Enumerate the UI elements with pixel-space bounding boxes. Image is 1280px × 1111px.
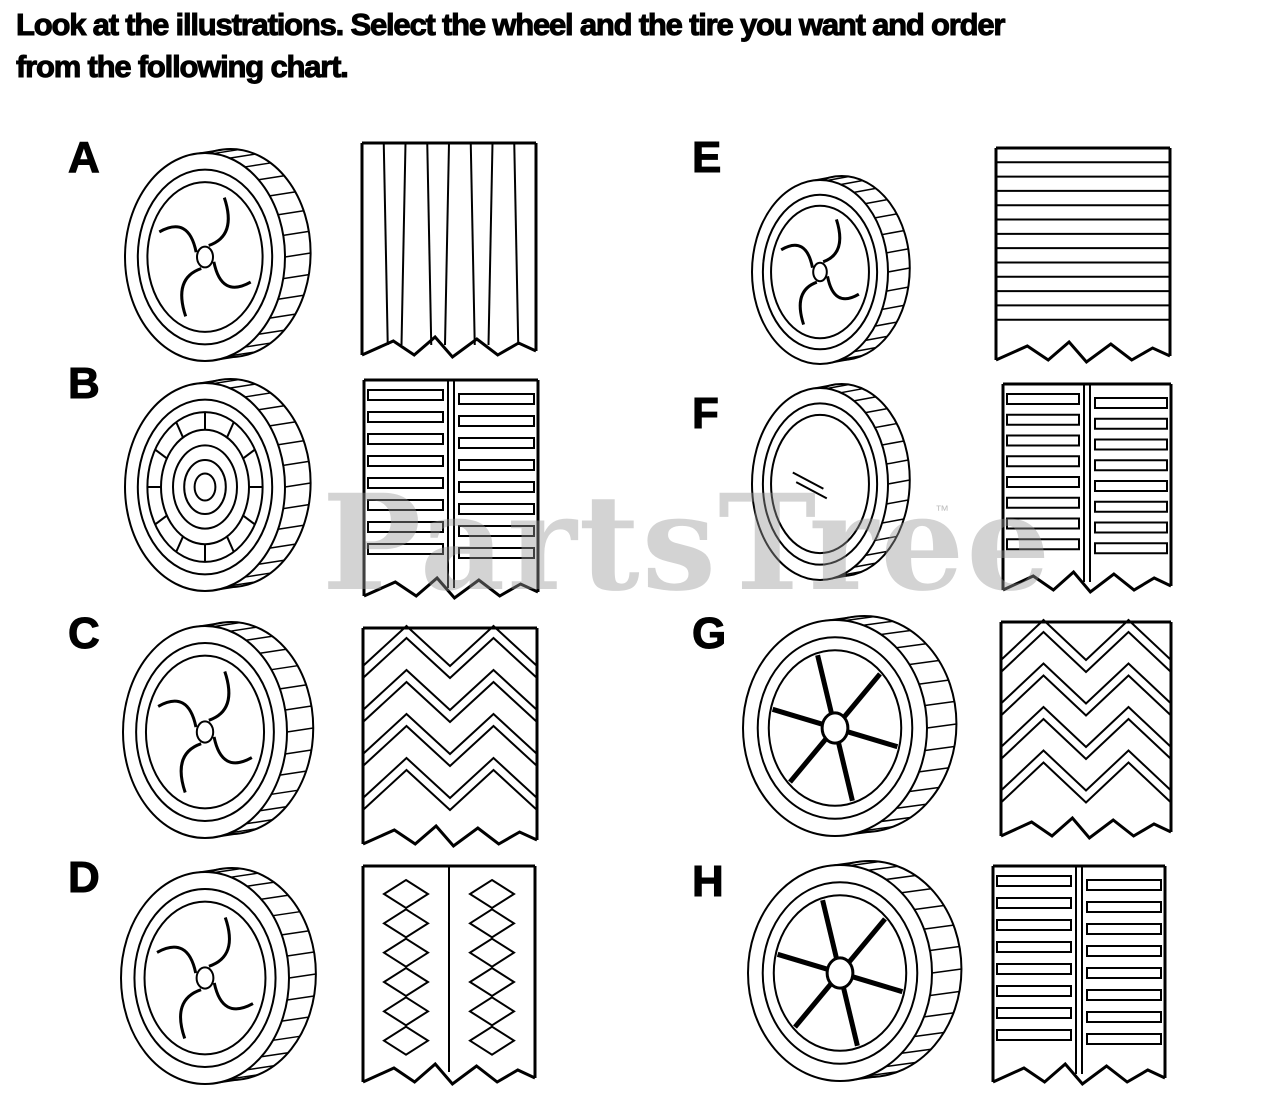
instructions-line-1: Look at the illustrations. Select the wh… bbox=[16, 7, 1006, 43]
tread-a bbox=[360, 141, 538, 360]
tread-c bbox=[361, 624, 539, 849]
label-f: F bbox=[692, 389, 720, 438]
wheel-g bbox=[742, 615, 958, 837]
wheel-e bbox=[751, 175, 911, 365]
instructions: Look at the illustrations. Select the wh… bbox=[16, 4, 1266, 88]
label-b: B bbox=[68, 359, 101, 408]
watermark-trademark: ™ bbox=[935, 502, 949, 518]
tread-b bbox=[362, 378, 540, 601]
label-h: H bbox=[692, 857, 725, 906]
instructions-line-2: from the following chart. bbox=[16, 49, 350, 85]
wheel-c bbox=[122, 621, 315, 839]
label-c: C bbox=[68, 609, 101, 658]
tread-f bbox=[1001, 382, 1173, 595]
label-g: G bbox=[691, 609, 727, 658]
tread-e bbox=[994, 146, 1172, 365]
wheel-f bbox=[751, 383, 911, 581]
tread-g bbox=[999, 618, 1173, 841]
wheel-a bbox=[124, 148, 312, 362]
tread-d bbox=[361, 864, 537, 1087]
wheel-b bbox=[124, 378, 312, 592]
tread-h bbox=[991, 864, 1167, 1087]
label-d: D bbox=[68, 853, 101, 902]
wheels-layer bbox=[120, 148, 963, 1085]
wheel-d bbox=[120, 867, 317, 1085]
wheel-h bbox=[747, 860, 963, 1082]
label-a: A bbox=[68, 133, 101, 182]
treads-layer bbox=[360, 141, 1173, 1087]
label-e: E bbox=[691, 133, 722, 182]
